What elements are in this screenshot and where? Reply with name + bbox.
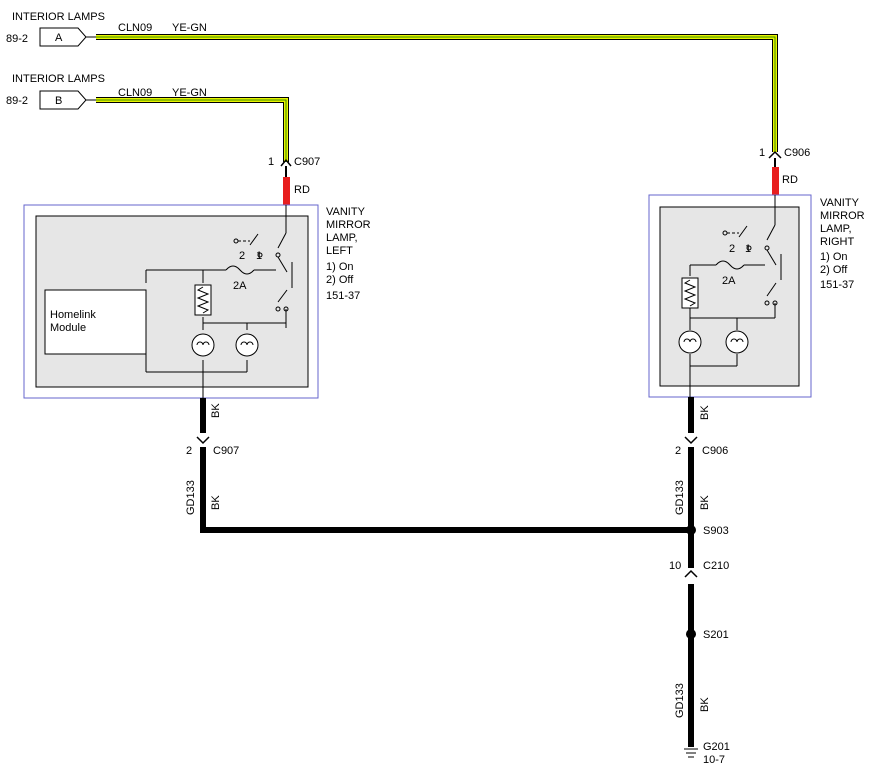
connector-c210-pin: 10 — [669, 560, 681, 572]
right-rd-wire — [772, 167, 779, 195]
wire-b-green-stripe — [96, 99, 287, 162]
wire-a-green-stripe — [96, 36, 776, 152]
ground-g201-label: G201 — [703, 741, 730, 753]
left-internal-circuit — [145, 205, 293, 398]
left-lamp-label: VANITY MIRROR LAMP, LEFT 1) On 2) Off 15… — [326, 206, 374, 302]
left-lamp: 1 C907 RD VANITY MIRROR LAMP, LEFT 1) On… — [23, 156, 691, 533]
right-bottom-pin: 2 — [675, 445, 681, 457]
left-top-pin: 1 — [268, 156, 274, 168]
ground-g201-ref: 10-7 — [703, 754, 725, 766]
input-b-title: INTERIOR LAMPS — [12, 73, 105, 85]
left-bottom-connector: C907 — [213, 445, 239, 457]
input-a-ref: 89-2 — [6, 33, 28, 45]
left-ground-wire — [200, 447, 691, 533]
left-bk-label-upper: BK — [210, 403, 222, 418]
right-internal-circuit — [689, 195, 782, 397]
input-a-pin: A — [55, 32, 63, 44]
left-ground-circuit-color: BK — [210, 495, 222, 510]
connector-c907-top-symbol — [280, 158, 292, 167]
homelink-module-label: Homelink Module — [50, 309, 99, 334]
right-lamp-inner — [659, 206, 800, 387]
left-bulb-1-icon — [191, 333, 215, 357]
right-bulb-1-icon — [678, 330, 702, 354]
left-top-connector: C907 — [294, 156, 320, 168]
input-a-title: INTERIOR LAMPS — [12, 11, 105, 23]
right-lamp: 1 C906 RD VANITY MIRROR LAMP, RIGHT 1) O… — [648, 147, 868, 530]
left-bottom-pin: 2 — [186, 445, 192, 457]
splice-s201 — [686, 629, 696, 639]
splice-s903-label: S903 — [703, 525, 729, 537]
input-b-wire-color: YE-GN — [172, 87, 207, 99]
left-rd-wire — [283, 177, 290, 205]
input-a-connector-tag — [39, 27, 87, 47]
connector-c907-bottom-symbol — [196, 436, 210, 445]
input-b-connector-tag — [39, 90, 87, 110]
input-b: INTERIOR LAMPS 89-2 B CLN09 YE-GN — [6, 73, 289, 162]
right-fuse-rating: 2A — [722, 275, 736, 287]
left-rd-label: RD — [294, 184, 310, 196]
right-top-pin: 1 — [759, 147, 765, 159]
right-switch-pin-1: 1 — [745, 243, 751, 255]
splice-s201-label: S201 — [703, 629, 729, 641]
ground-path: S903 10 C210 S201 GD133 BK G201 10-7 — [669, 525, 730, 766]
homelink-module — [44, 289, 147, 355]
left-ground-circuit: GD133 — [185, 480, 197, 515]
connector-c906-bottom-symbol — [684, 436, 698, 445]
ground-path-circuit: GD133 — [674, 683, 686, 718]
right-bulb-2-icon — [725, 330, 749, 354]
wire-b-outline — [96, 97, 289, 162]
left-switch-pin-2: 2 — [239, 250, 245, 262]
right-switch-pin-2: 2 — [729, 243, 735, 255]
ground-symbol-icon — [684, 748, 698, 758]
right-resistor-zigzag — [683, 279, 697, 307]
input-a: INTERIOR LAMPS 89-2 A CLN09 YE-GN — [6, 11, 778, 152]
right-rd-label: RD — [782, 174, 798, 186]
input-b-ref: 89-2 — [6, 95, 28, 107]
connector-c906-top-symbol — [768, 150, 782, 159]
input-a-circuit: CLN09 — [118, 22, 152, 34]
connector-c210-label: C210 — [703, 560, 729, 572]
left-bulb-2-icon — [235, 333, 259, 357]
left-resistor-zigzag — [196, 286, 210, 314]
wire-b-yellow — [96, 98, 288, 162]
right-ground-circuit: GD133 — [674, 480, 686, 515]
input-a-wire-color: YE-GN — [172, 22, 207, 34]
connector-c210-symbol — [684, 569, 698, 578]
input-b-pin: B — [55, 95, 62, 107]
left-switch-pin-1: 1 — [256, 250, 262, 262]
right-top-connector: C906 — [784, 147, 810, 159]
input-b-circuit: CLN09 — [118, 87, 152, 99]
ground-path-circuit-color: BK — [699, 697, 711, 712]
right-ground-circuit-color: BK — [699, 495, 711, 510]
right-bottom-connector: C906 — [702, 445, 728, 457]
right-lamp-label: VANITY MIRROR LAMP, RIGHT 1) On 2) Off 1… — [820, 197, 868, 291]
right-bk-label-upper: BK — [699, 405, 711, 420]
left-fuse-rating: 2A — [233, 280, 247, 292]
